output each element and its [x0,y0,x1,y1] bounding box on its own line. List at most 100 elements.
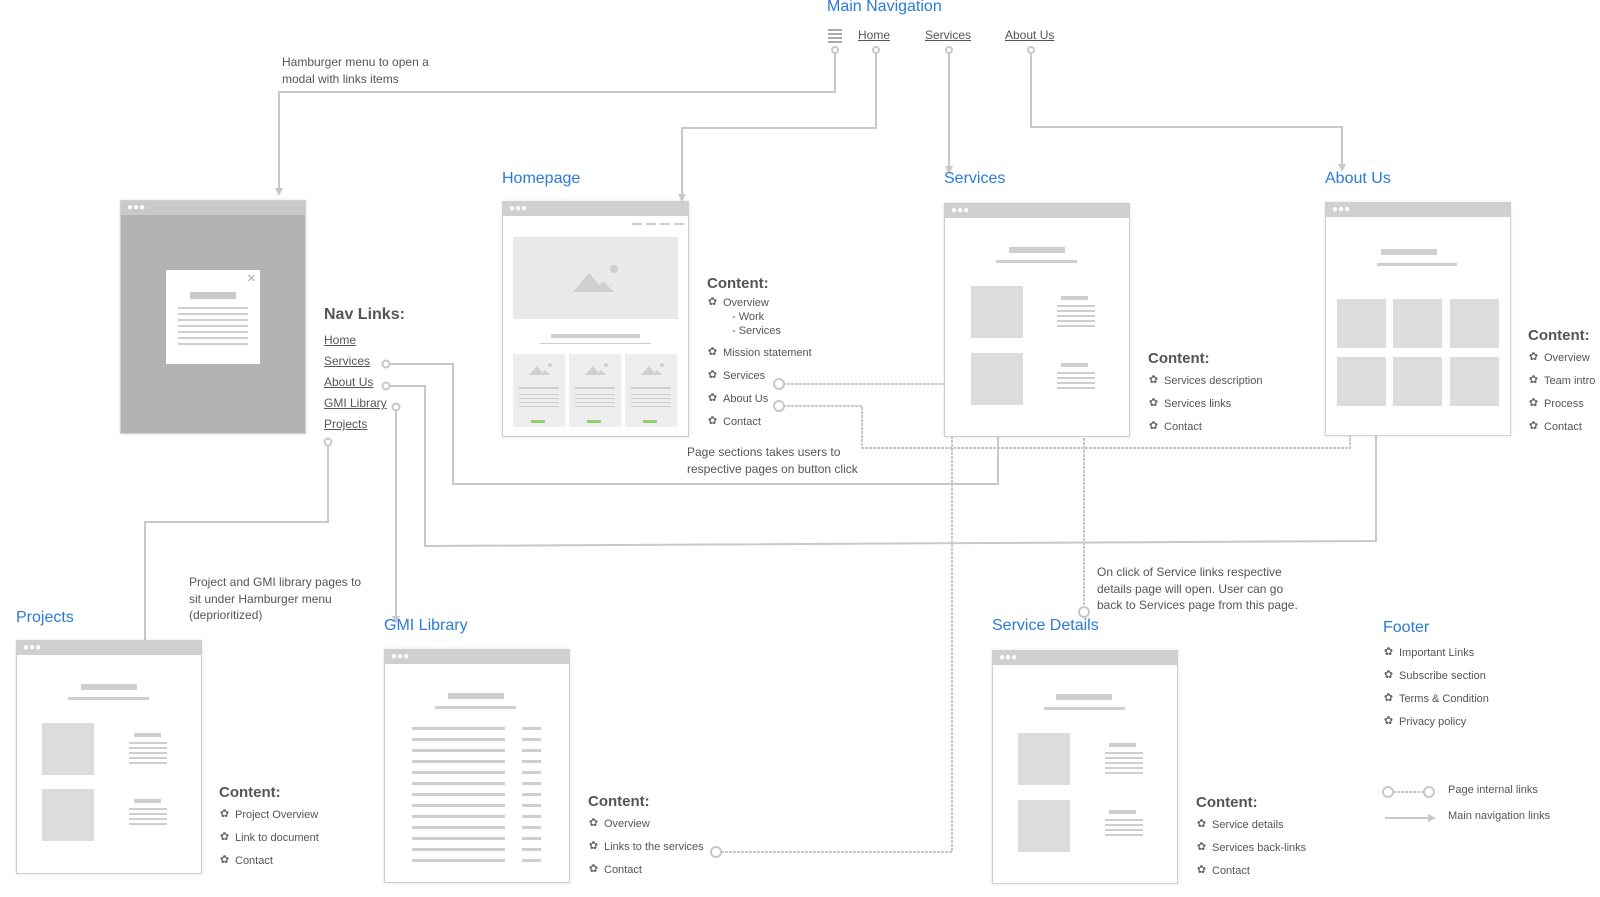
nav-links-section: Nav Links: Home Services About Us GMI Li… [324,306,405,435]
services-title: Services [944,170,1006,187]
content-item[interactable]: Links to the services [604,840,704,853]
footer-item: Important Links [1399,646,1475,659]
gear-icon: ✿ [1528,374,1539,386]
content-item: Overview [723,296,769,309]
content-title: Content: [588,793,650,810]
dots-icon: ●●● [391,651,410,662]
nav-link-home[interactable]: Home [324,333,357,347]
hamburger-modal-wireframe: ●●● ✕ [120,200,306,434]
close-icon[interactable]: ✕ [246,273,256,285]
gear-icon: ✿ [707,296,718,308]
service-details-wireframe: ●●● [992,650,1178,884]
gmi-library-wireframe: ●●● [384,649,570,883]
gear-icon: ✿ [1528,420,1539,432]
nav-link-about[interactable]: About Us [324,375,374,389]
content-title: Content: [707,275,769,292]
navlinks-services-node [381,359,391,369]
card-button[interactable] [643,420,657,423]
nav-link-projects[interactable]: Projects [324,417,368,431]
nav-home-node [872,46,880,54]
gmi-library-title: GMI Library [384,617,468,634]
home-card [513,354,565,427]
nav-link-services[interactable]: Services [324,354,371,368]
content-item: Contact [723,415,761,428]
navlinks-projects-node [323,437,333,447]
window-bar: ●●● [121,201,305,215]
projects-title: Projects [16,609,74,626]
content-item: Contact [604,863,642,876]
content-item: Process [1544,397,1584,410]
gear-icon: ✿ [707,369,718,381]
nav-link-gmi-library[interactable]: GMI Library [324,396,387,410]
homepage-title: Homepage [502,170,581,187]
content-item[interactable]: Services [723,369,766,382]
gear-icon: ✿ [1148,374,1159,386]
services-content-list: Content: ✿Services description ✿Services… [1148,350,1262,438]
home-services-node [773,378,785,390]
gear-icon: ✿ [707,392,718,404]
content-item: Contact [1164,420,1202,433]
gmi-content-list: Content: ✿Overview ✿Links to the service… [588,793,704,881]
hamburger-icon[interactable] [828,29,842,43]
home-about-internal-link [783,405,1351,449]
main-nav-services-link[interactable]: Services [925,28,972,42]
content-subitem: - Services [732,325,781,337]
gear-icon: ✿ [1196,841,1207,853]
footer-title: Footer [1383,619,1430,636]
legend-main-nav-label: Main navigation links [1448,810,1551,822]
footer-item: Privacy policy [1399,715,1467,728]
gear-icon: ✿ [588,863,599,875]
content-item: Overview [604,817,650,830]
footer-item: Terms & Condition [1399,692,1489,705]
image-icon [641,363,664,375]
content-item[interactable]: About Us [723,392,769,405]
gear-icon: ✿ [1148,397,1159,409]
gear-icon: ✿ [1383,669,1394,681]
gear-icon: ✿ [1528,397,1539,409]
gear-icon: ✿ [219,808,230,820]
navlinks-projects-connector [141,442,329,670]
modal-panel: ✕ [166,270,260,364]
content-item: Service details [1212,818,1284,831]
home-card [625,354,677,427]
content-item: Services description [1164,374,1263,387]
about-us-title: About Us [1325,170,1391,187]
content-subitem: - Work [732,311,765,323]
image-icon [585,363,608,375]
card-button[interactable] [587,420,601,423]
gear-icon: ✿ [1148,420,1159,432]
navlinks-about-connector [390,385,1380,548]
content-item[interactable]: Services back-links [1212,841,1307,854]
main-nav-home-link[interactable]: Home [858,28,891,42]
legend-internal-label: Page internal links [1448,784,1538,796]
gear-icon: ✿ [1528,351,1539,363]
dots-icon: ●●● [509,203,528,214]
projects-content-list: Content: ✿Project Overview ✿Link to docu… [219,784,319,872]
gmi-services-internal-link [721,424,953,853]
content-item: Project Overview [235,808,319,821]
content-item: Overview [1544,351,1590,364]
nav-home-connector [678,52,877,202]
projects-wireframe: ●●● [16,640,202,874]
dots-icon: ●●● [999,652,1018,663]
content-item[interactable]: Services links [1164,397,1232,410]
window-bar: ●●● [945,204,1129,218]
content-title: Content: [1196,794,1258,811]
dots-icon: ●●● [1332,204,1351,215]
homepage-wireframe: ●●● [502,201,689,437]
card-button[interactable] [531,420,545,423]
content-item: Contact [1212,864,1250,877]
main-nav-about-link[interactable]: About Us [1005,28,1055,42]
window-bar: ●●● [503,202,688,216]
about-content-list: Content: ✿Overview ✿Team intro ✿Process … [1528,327,1595,438]
home-about-node [773,400,785,412]
services-wireframe: ●●● [944,203,1130,437]
gmi-links-node [710,846,722,858]
content-item[interactable]: Link to document [235,831,319,844]
nav-hamburger-connector [275,52,836,196]
about-us-wireframe: ●●● [1325,202,1511,436]
main-navigation-title: Main Navigation [827,0,942,15]
content-item: Team intro [1544,374,1596,387]
